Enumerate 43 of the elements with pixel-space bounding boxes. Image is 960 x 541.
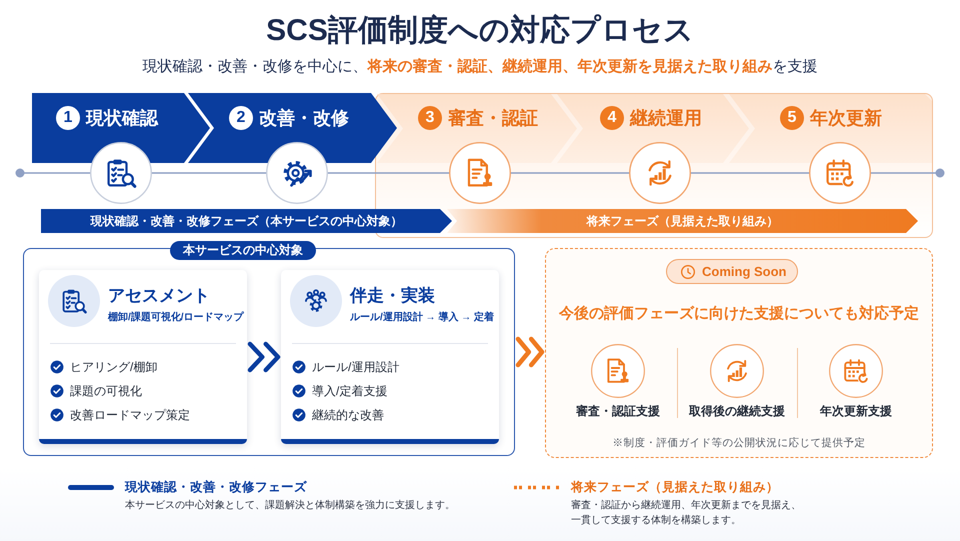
status-label: Coming Soon: [702, 263, 786, 281]
dashed-panel: [545, 248, 933, 458]
phase-arrow-bar: [447, 209, 918, 233]
panel-heading: 本サービスの中心対象: [170, 241, 316, 260]
step-number: 5: [780, 106, 804, 130]
step-number: 1: [56, 106, 80, 130]
checklist-item: 導入/定着支援: [312, 383, 388, 399]
step-number: 2: [229, 106, 253, 130]
support-label: 取得後の継続支援: [688, 404, 786, 419]
legend-label: 将来フェーズ（見据えた取り組み）: [571, 479, 779, 496]
support-label: 年次更新支援: [818, 404, 893, 419]
step-title: 年次更新: [810, 107, 882, 130]
notice-heading: 今後の評価フェーズに向けた支援についても対応予定: [558, 304, 920, 324]
step-title: 現状確認: [86, 107, 158, 130]
legend-description: 審査・認証から継続運用、年次更新までを見据え、一貫して支援する体制を構築します。: [571, 498, 802, 528]
card-subtitle: 棚卸/課題可視化/ロードマップ: [108, 311, 244, 325]
service-card: [281, 270, 499, 444]
step-number: 4: [600, 106, 624, 130]
service-card: [39, 270, 247, 444]
legend-description: 本サービスの中心対象として、課題解決と体制構築を強力に支援します。: [125, 498, 456, 513]
checklist-item: 課題の可視化: [70, 383, 142, 399]
legend-label: 現状確認・改善・改修フェーズ: [125, 479, 307, 496]
double-chevron-arrow: [248, 342, 280, 372]
phase-label: 現状確認・改善・改修フェーズ（本サービスの中心対象）: [89, 213, 404, 230]
card-title: 伴走・実装: [350, 285, 435, 307]
footnote: ※制度・評価ガイド等の公開状況に応じて提供予定: [612, 436, 866, 450]
double-chevron-arrow: [516, 336, 544, 368]
phase-arrow-bar: [41, 209, 452, 233]
checklist-item: 継続的な改善: [312, 407, 384, 423]
status-pill: [666, 259, 798, 284]
subtitle: 現状確認・改善・改修を中心に、将来の審査・認証、継続運用、年次更新を見据えた取り組みを支援: [142, 57, 818, 77]
card-subtitle: ルール/運用設計 → 導入 → 定着: [350, 311, 494, 325]
step-number: 3: [418, 106, 442, 130]
step-title: 継続運用: [630, 107, 702, 130]
checklist-item: ヒアリング/棚卸: [70, 359, 158, 375]
page-title: SCS評価制度への対応プロセス: [265, 12, 695, 49]
phase-label: 将来フェーズ（見据えた取り組み）: [585, 213, 780, 230]
card-title: アセスメント: [108, 285, 210, 307]
step-title: 改善・改修: [259, 107, 349, 130]
checklist-item: ルール/運用設計: [312, 359, 400, 375]
checklist-item: 改善ロードマップ策定: [70, 407, 190, 423]
support-label: 審査・認証支援: [575, 404, 661, 419]
step-title: 審査・認証: [448, 107, 538, 130]
